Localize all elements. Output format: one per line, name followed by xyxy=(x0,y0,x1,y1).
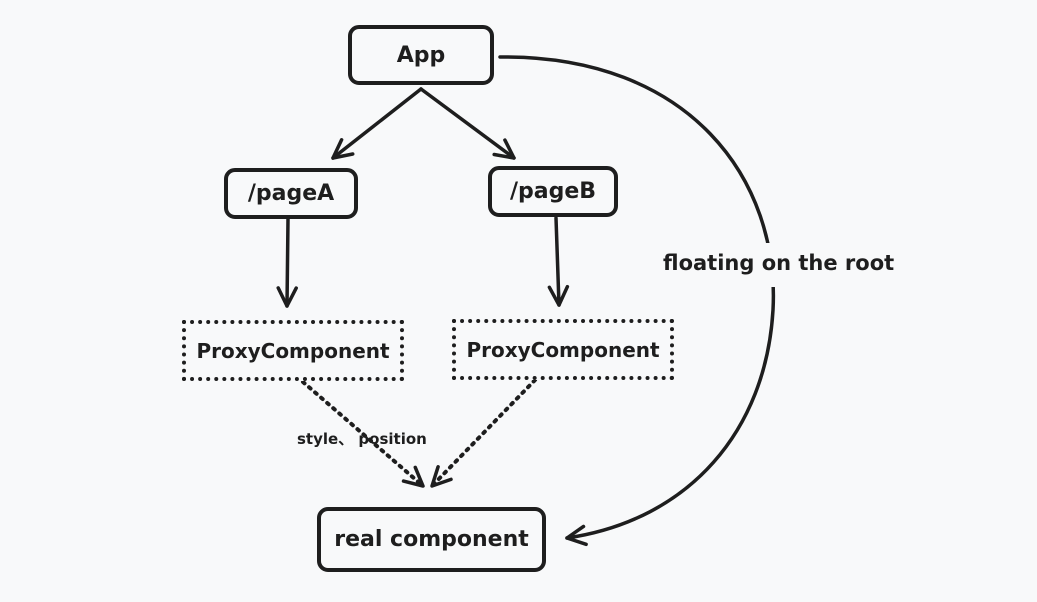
arrow-pagea-to-proxy xyxy=(276,217,298,308)
dotted-arrow-proxyb-to-real xyxy=(430,378,537,488)
app-node-label: App xyxy=(396,42,446,68)
arrow-app-to-pagea xyxy=(331,87,423,160)
proxy-component-a-label: ProxyComponent xyxy=(196,338,390,363)
arrow-app-to-pageb xyxy=(419,87,516,160)
page-a-node: /pageA xyxy=(224,168,358,219)
curve-label-backdrop xyxy=(660,243,886,287)
style-position-label: style、 position xyxy=(297,430,427,448)
real-component-node: real component xyxy=(317,507,546,572)
proxy-component-b-node: ProxyComponent xyxy=(452,319,674,380)
curved-arrow-app-to-real xyxy=(498,55,776,547)
page-a-node-label: /pageA xyxy=(247,181,335,206)
app-node: App xyxy=(348,25,494,85)
arrow-pageb-to-proxy xyxy=(547,216,570,307)
page-b-node: /pageB xyxy=(488,166,618,217)
floating-on-root-label: floating on the root xyxy=(663,251,895,275)
proxy-component-b-label: ProxyComponent xyxy=(466,337,660,362)
dotted-arrow-proxya-to-real xyxy=(301,380,425,488)
page-b-node-label: /pageB xyxy=(509,179,597,204)
proxy-component-a-node: ProxyComponent xyxy=(182,320,404,381)
real-component-label: real component xyxy=(334,527,529,552)
